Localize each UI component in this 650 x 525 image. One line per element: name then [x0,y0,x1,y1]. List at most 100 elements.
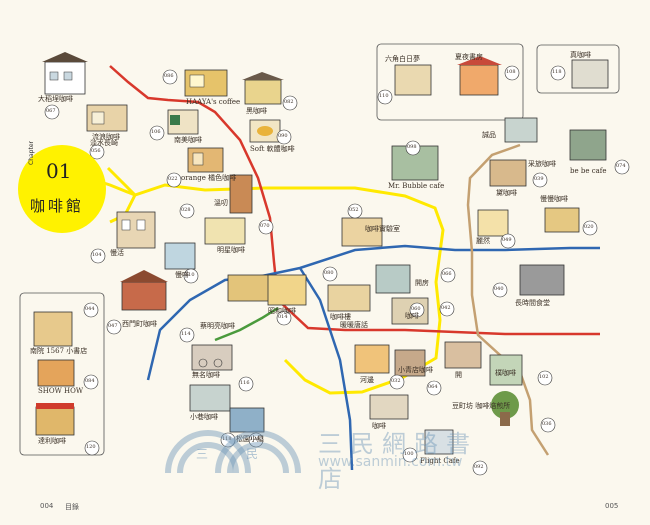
place-label[interactable]: 真咖啡 [570,51,591,59]
place-label[interactable]: 咖啡 [405,312,419,320]
place-label[interactable]: 夏夜書房 [455,53,483,61]
place-number: 120 [86,444,96,450]
chapter-badge: Chapter 01 咖啡館 [18,141,106,233]
place-label[interactable]: 長時間食堂 [515,299,550,307]
blue-line [298,267,354,471]
place-label[interactable]: 淡水長崎 [90,139,118,147]
place-number: 116 [240,380,250,386]
place-label[interactable]: HAAYA's coffee [186,98,241,106]
place-label[interactable]: 咖啡 [372,422,386,430]
place-label[interactable]: 流浪咖啡 [92,133,120,141]
red-line [109,65,600,336]
place-number: 084 [85,378,95,384]
place-number: 040 [494,286,504,292]
chapter-label: Chapter [28,141,35,165]
place-label[interactable]: Flight Cafe [420,457,460,465]
place-number: 020 [584,224,594,230]
place-number: 039 [534,176,544,182]
place-label[interactable]: 昭和咖啡 [268,307,296,315]
place-label[interactable]: 黛咖啡 [496,189,517,197]
place-number: 082 [284,99,294,105]
place-label[interactable]: be be cafe [570,167,607,175]
place-label[interactable]: orange 橘色咖啡 [181,174,237,182]
place-label[interactable]: 黑咖啡 [246,107,267,115]
place-label[interactable]: 蔡明亮咖啡 [200,322,235,330]
place-label[interactable]: 慢活 [110,249,124,257]
place-number: 067 [46,108,56,114]
place-number: 086 [164,73,174,79]
place-number: 032 [391,378,401,384]
place-number: 070 [260,223,270,229]
chapter-title: 咖啡館 [30,197,85,215]
place-number: 118 [222,436,232,442]
place-label[interactable]: 西門町咖啡 [122,320,157,328]
chapter-number: 01 [46,159,72,183]
place-number: 042 [441,305,451,311]
left-section-title: 目錄 [65,503,79,511]
place-number: 092 [474,464,484,470]
place-number: 056 [91,148,101,154]
place-number: 106 [151,129,161,135]
inset-frame [536,44,620,94]
place-label[interactable]: 大稻埕咖啡 [38,95,73,103]
place-label[interactable]: SHOW HOW [38,387,84,395]
place-label[interactable]: 南美咖啡 [174,136,202,144]
inset-frame [19,292,105,456]
place-number: 028 [181,207,191,213]
place-label[interactable]: 溫叨 [214,199,228,207]
place-label[interactable]: 暖暖唐話 [340,321,368,329]
place-number: 100 [404,451,414,457]
place-number: 118 [552,69,562,75]
place-label[interactable]: 慢啡 [175,271,189,279]
building-illustrations [33,52,609,455]
place-number: 060 [411,306,421,312]
place-label[interactable]: 小巷咖啡 [190,413,218,421]
place-number: 044 [85,306,95,312]
place-label[interactable]: 松園小屋 [236,435,264,443]
place-label[interactable]: 咖啡實驗室 [365,225,400,233]
place-label[interactable]: 六角白日夢 [385,55,420,63]
yellow-line [87,176,445,395]
blue-line [146,244,600,381]
place-label[interactable]: 南院 1567 小書店 [30,347,88,355]
place-number: 074 [616,163,626,169]
brown-line [466,143,550,456]
place-label[interactable]: Mr. Bubble cafe [388,182,445,190]
place-number: 098 [407,144,417,150]
place-number: 052 [349,207,359,213]
place-label[interactable]: 河邊 [360,376,374,384]
place-number: 090 [278,133,288,139]
left-page-number: 004 [40,502,54,510]
place-label[interactable]: 明星咖啡 [217,246,245,254]
place-label[interactable]: 無名咖啡 [192,371,220,379]
place-number: 104 [92,252,102,258]
place-label[interactable]: 開 [455,371,462,379]
place-label[interactable]: 咖啡樓 [330,313,351,321]
place-number: 036 [542,421,552,427]
place-label[interactable]: 開房 [415,279,429,287]
place-number: 014 [278,314,288,320]
place-label[interactable]: 樸咖啡 [495,369,516,377]
place-label[interactable]: 豆町坊 咖啡焙煎所 [452,402,511,410]
place-label[interactable]: 小青店咖啡 [398,366,433,374]
inset-frame [376,43,524,121]
place-label[interactable]: 誠品 [482,131,496,139]
place-number: 110 [185,272,195,278]
right-page-number: 005 [605,502,619,510]
place-label[interactable]: 慢慢咖啡 [540,195,568,203]
number-markers [44,65,630,476]
green-line [214,306,279,342]
place-number: 066 [442,271,452,277]
place-label[interactable]: 采旅咖啡 [528,160,556,168]
place-number: 114 [181,331,191,337]
place-label[interactable]: Soft 軟體咖啡 [250,145,295,153]
place-number: 022 [168,176,178,182]
place-number: 080 [324,270,334,276]
place-label[interactable]: 達利咖啡 [38,437,66,445]
place-number: 110 [379,93,389,99]
place-number: 049 [502,237,512,243]
place-label[interactable]: 麗然 [476,237,490,245]
place-number: 102 [539,374,549,380]
